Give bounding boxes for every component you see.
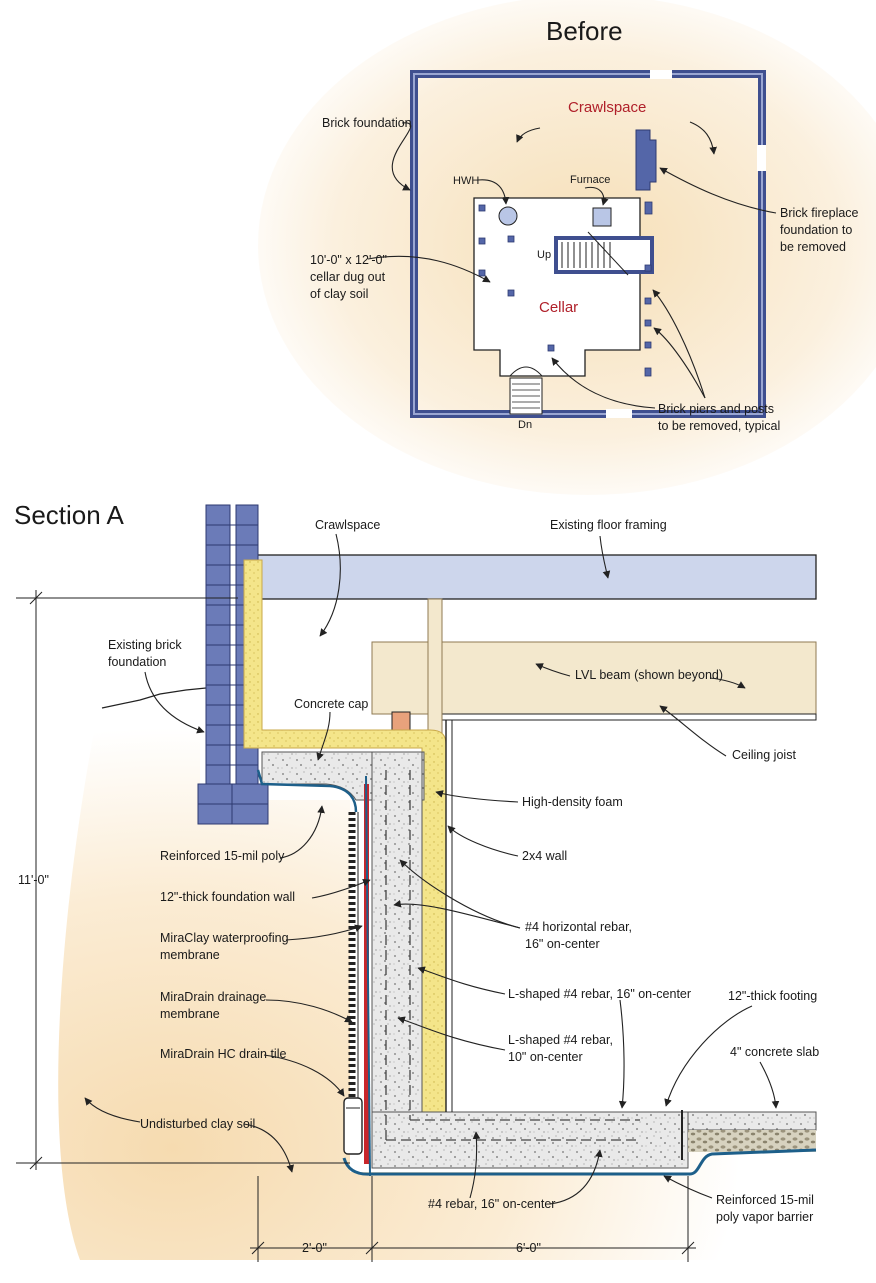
section-leaders (84, 533, 780, 1205)
cellar-label: Cellar (539, 299, 578, 316)
miraclay-label-2: membrane (160, 948, 220, 962)
left-width-dimension: 2'-0" (302, 1241, 327, 1255)
vapor-barrier-label-2: poly vapor barrier (716, 1210, 813, 1224)
horizontal-rebar-label-1: #4 horizontal rebar, (525, 920, 632, 934)
vapor-barrier (342, 1148, 817, 1176)
miraclay-membrane (364, 784, 369, 1164)
two-by-four-wall-label: 2x4 wall (522, 849, 567, 863)
miradrain-label-2: membrane (160, 1007, 220, 1021)
concrete-cap-label: Concrete cap (294, 697, 368, 711)
horizontal-rebar-label-2: 16" on-center (525, 937, 600, 951)
stair-down-label: Dn (518, 419, 532, 431)
piers-label-1: Brick piers and posts (658, 402, 774, 416)
brick-fireplace-foundation (635, 129, 657, 191)
high-density-foam-label: High-density foam (522, 795, 623, 809)
fireplace-label-1: Brick fireplace (780, 206, 859, 220)
plan-view: Before (258, 0, 876, 495)
hwh-label: HWH (453, 175, 479, 187)
ceiling-joist-label: Ceiling joist (732, 748, 796, 762)
l-rebar-16-label: L-shaped #4 rebar, 16" on-center (508, 987, 691, 1001)
clay-soil-label: Undisturbed clay soil (140, 1117, 255, 1131)
wall-rebar (385, 770, 640, 1141)
dimension-lines (16, 590, 696, 1262)
footing-label: 12"-thick footing (728, 989, 817, 1003)
cellar-dug-label-3: of clay soil (310, 287, 368, 301)
ceiling-joist (431, 713, 817, 721)
concrete-slab (687, 1111, 817, 1131)
existing-brick-label-2: foundation (108, 655, 166, 669)
cap-poly (256, 769, 358, 813)
l-rebar-10-label-1: L-shaped #4 rebar, (508, 1033, 613, 1047)
cellar-dug-label-2: cellar dug out (310, 270, 386, 284)
rebar-16-label: #4 rebar, 16" on-center (428, 1197, 555, 1211)
fireplace-label-3: be removed (780, 240, 846, 254)
lvl-beam-label: LVL beam (shown beyond) (575, 668, 723, 682)
existing-floor-framing-label: Existing floor framing (550, 518, 667, 532)
water-heater (498, 206, 518, 226)
gravel-base (688, 1130, 816, 1152)
brick-piers (478, 201, 653, 377)
height-dimension: 11'-0" (18, 873, 49, 887)
drain-tile (343, 1097, 363, 1155)
furnace-label: Furnace (570, 174, 610, 186)
lvl-beam (371, 641, 817, 715)
foundation-wall-label: 12"-thick foundation wall (160, 890, 295, 904)
vapor-barrier-label-1: Reinforced 15-mil (716, 1193, 814, 1207)
miradrain-label-1: MiraDrain drainage (160, 990, 266, 1004)
section-title: Section A (14, 500, 125, 530)
existing-floor-framing (237, 554, 817, 600)
existing-brick-label-1: Existing brick (108, 638, 182, 652)
fireplace-label-2: foundation to (780, 223, 852, 237)
miraclay-label-1: MiraClay waterproofing (160, 931, 289, 945)
drain-tile-label: MiraDrain HC drain tile (160, 1047, 286, 1061)
plan-leaders (367, 121, 777, 409)
reinforced-poly-label: Reinforced 15-mil poly (160, 849, 285, 863)
post (427, 598, 443, 736)
footing-width-dimension: 6'-0" (516, 1241, 541, 1255)
crawlspace-label: Crawlspace (568, 99, 646, 116)
cellar-area (473, 197, 641, 377)
plan-title: Before (546, 16, 623, 46)
section-view: Section A (14, 500, 819, 1262)
l-rebar-10-label-2: 10" on-center (508, 1050, 583, 1064)
furnace (592, 207, 612, 227)
cellar-dug-label-1: 10'-0" x 12'-0" (310, 253, 387, 267)
stair-up-label: Up (537, 249, 551, 261)
foundation-wall (371, 751, 423, 1153)
slab-label: 4" concrete slab (730, 1045, 819, 1059)
piers-label-2: to be removed, typical (658, 419, 780, 433)
brick-foundation-label: Brick foundation (322, 116, 412, 130)
clay-soil (58, 700, 817, 1260)
stair-treads (561, 231, 629, 276)
section-crawlspace-label: Crawlspace (315, 518, 380, 532)
